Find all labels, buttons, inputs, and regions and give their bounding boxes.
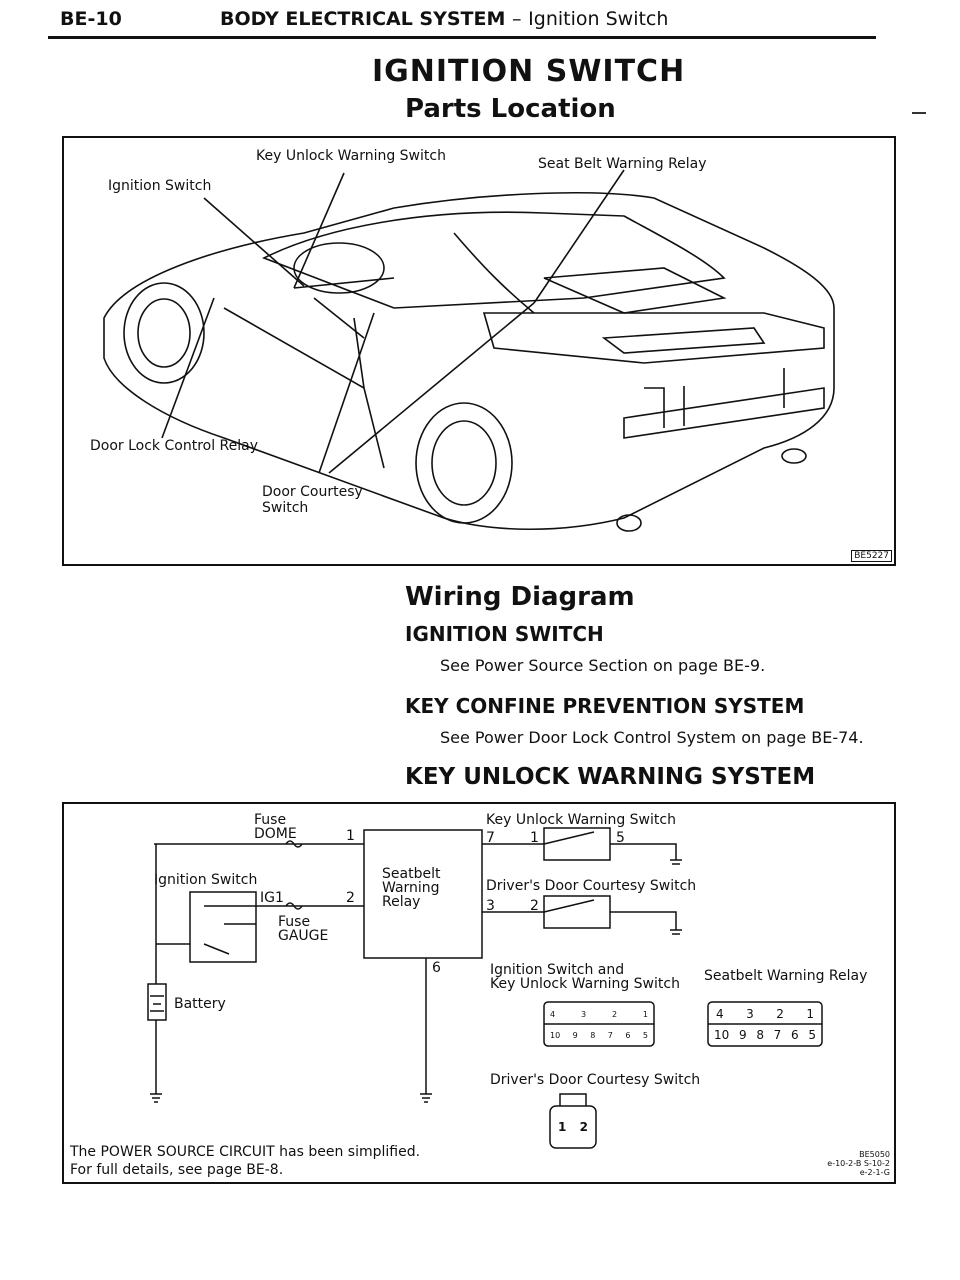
c1t-0: 4 xyxy=(550,1010,556,1019)
header-section: BODY ELECTRICAL SYSTEM xyxy=(220,8,506,30)
relay-pin-1: 1 xyxy=(346,828,355,844)
c1t-1: 3 xyxy=(580,1010,587,1019)
connector-2-top: 4 3 2 1 xyxy=(716,1007,814,1021)
code-3: e-2-1-G xyxy=(859,1168,890,1177)
label-seat-belt-warning-relay: Seat Belt Warning Relay xyxy=(538,156,707,172)
c3-1: 2 xyxy=(579,1120,588,1134)
battery-label: Battery xyxy=(174,996,226,1012)
note-line-2: For full details, see page BE-8. xyxy=(70,1162,284,1178)
label-door-lock-control-relay: Door Lock Control Relay xyxy=(90,438,259,454)
ignition-switch-label: Ignition Switch xyxy=(154,872,258,888)
diagram-code: BE5050 e-10-2-B S-10-2 e-2-1-G xyxy=(827,1150,890,1177)
ig1-label: IG1 xyxy=(260,890,284,906)
label-door-courtesy-switch-1: Door Courtesy xyxy=(262,484,363,500)
c2t-1: 3 xyxy=(746,1007,754,1021)
relay-label-1: Seatbelt xyxy=(382,866,441,882)
c1b-1: 9 xyxy=(572,1031,578,1040)
ignition-switch-subheading: IGNITION SWITCH xyxy=(405,622,604,646)
relay-label-3: Relay xyxy=(382,894,421,910)
c1b-0: 10 xyxy=(550,1031,561,1040)
wiring-schematic: Fuse DOME 1 Ignition Switch IG1 2 Fuse G… xyxy=(62,802,896,1184)
running-header: BODY ELECTRICAL SYSTEM – Ignition Switch xyxy=(220,8,668,30)
door-courtesy-switch-2-label: Driver's Door Courtesy Switch xyxy=(490,1072,701,1088)
c1b-4: 6 xyxy=(625,1031,631,1040)
header-subject: Ignition Switch xyxy=(528,8,669,30)
connector-1-top: 4 3 2 1 xyxy=(550,1010,648,1019)
c3-0: 1 xyxy=(558,1120,567,1134)
ignition-switch-text: See Power Source Section on page BE-9. xyxy=(440,656,766,675)
kcp-text: See Power Door Lock Control System on pa… xyxy=(440,728,864,747)
gauge-label: GAUGE xyxy=(278,928,329,944)
kuw-heading: KEY UNLOCK WARNING SYSTEM xyxy=(405,764,816,790)
c1t-2: 2 xyxy=(611,1010,618,1019)
c2b-4: 6 xyxy=(791,1028,799,1042)
ign-key-label-1: Ignition Switch and xyxy=(490,962,625,978)
kcp-heading: KEY CONFINE PREVENTION SYSTEM xyxy=(405,694,805,718)
code-1: BE5050 xyxy=(859,1150,890,1159)
c2b-1: 9 xyxy=(738,1028,747,1042)
header-rule xyxy=(48,36,876,39)
dome-label: DOME xyxy=(254,826,297,842)
seatbelt-relay-label: Seatbelt Warning Relay xyxy=(704,968,868,984)
relay-label-2: Warning xyxy=(382,880,440,896)
relay-pin-6: 6 xyxy=(432,960,441,976)
pin-1b: 1 xyxy=(530,830,539,846)
page-code: BE-10 xyxy=(60,8,122,30)
note-line-1: The POWER SOURCE CIRCUIT has been simpli… xyxy=(70,1144,421,1160)
c2b-5: 5 xyxy=(808,1028,816,1042)
pin-5: 5 xyxy=(616,830,625,846)
pin-3: 3 xyxy=(486,898,495,914)
parts-location-heading: Parts Location xyxy=(405,94,616,124)
label-key-unlock-warning-switch: Key Unlock Warning Switch xyxy=(256,148,446,164)
fuse-label: Fuse xyxy=(254,812,287,828)
code-2: e-10-2-B S-10-2 xyxy=(827,1159,890,1168)
connector-2-bottom: 10 9 8 7 6 5 xyxy=(714,1028,816,1042)
relay-pin-2: 2 xyxy=(346,890,355,906)
c2t-3: 1 xyxy=(806,1007,814,1021)
pin-7: 7 xyxy=(486,830,495,846)
wiring-heading: Wiring Diagram xyxy=(405,582,635,612)
schematic-lines xyxy=(147,827,823,1149)
car-illustration xyxy=(103,169,835,532)
ign-key-label-2: Key Unlock Warning Switch xyxy=(490,976,680,992)
key-unlock-switch-label: Key Unlock Warning Switch xyxy=(486,812,676,828)
page-title: IGNITION SWITCH xyxy=(372,54,686,89)
pin-2b: 2 xyxy=(530,898,539,914)
c2b-2: 8 xyxy=(756,1028,764,1042)
c2b-3: 7 xyxy=(773,1028,782,1042)
c2b-0: 10 xyxy=(714,1028,730,1042)
connector-3-pins: 1 2 xyxy=(558,1120,588,1134)
c1b-3: 7 xyxy=(607,1031,613,1040)
door-courtesy-switch-label: Driver's Door Courtesy Switch xyxy=(486,878,697,894)
label-ignition-switch: Ignition Switch xyxy=(108,178,212,194)
parts-location-figure: Key Unlock Warning Switch Seat Belt Warn… xyxy=(62,136,896,566)
label-door-courtesy-switch-2: Switch xyxy=(262,500,309,516)
figure-code: BE5227 xyxy=(851,550,892,562)
c1t-3: 1 xyxy=(642,1010,648,1019)
c2t-2: 2 xyxy=(776,1007,784,1021)
margin-mark xyxy=(912,112,926,114)
connector-1-bottom: 10 9 8 7 6 5 xyxy=(550,1031,648,1040)
c1b-5: 5 xyxy=(642,1031,648,1040)
c1b-2: 8 xyxy=(590,1031,596,1040)
fuse2-label: Fuse xyxy=(278,914,311,930)
c2t-0: 4 xyxy=(716,1007,724,1021)
header-dash: – xyxy=(512,8,522,30)
